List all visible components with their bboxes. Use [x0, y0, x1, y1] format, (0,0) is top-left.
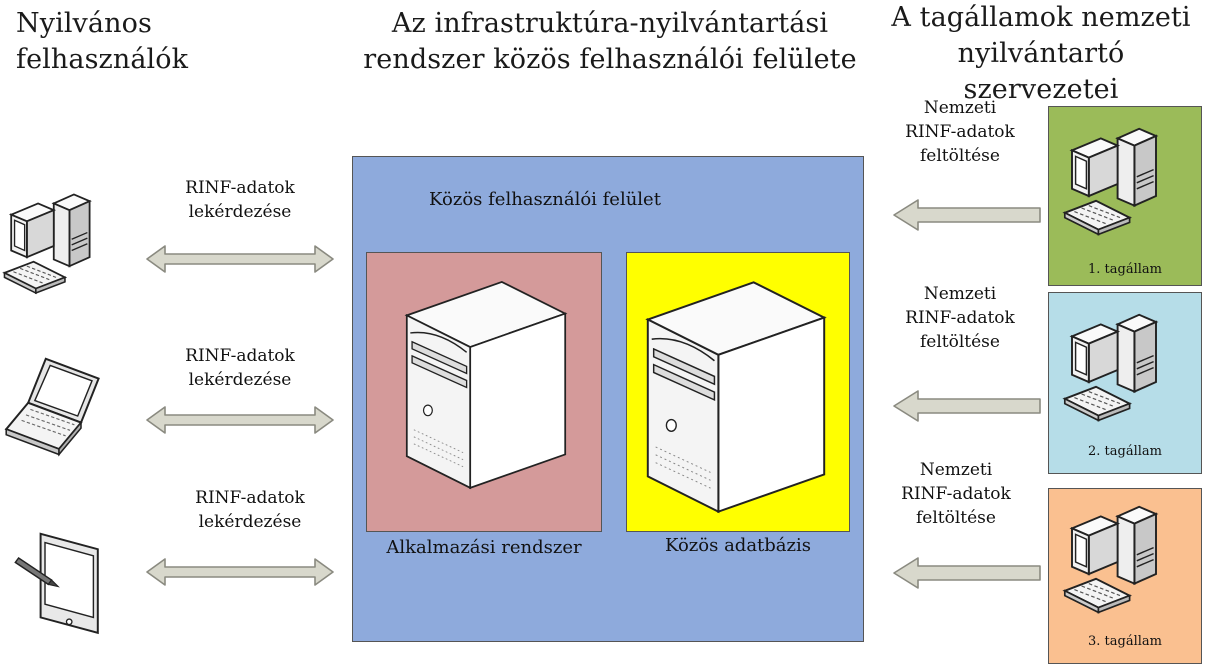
arrow-left-icon	[893, 199, 1041, 231]
member-state-1-label: 1. tagállam	[1088, 262, 1162, 277]
common-database-label: Közös adatbázis	[664, 535, 812, 556]
label-line: lekérdezése	[198, 512, 302, 532]
label-line: lekérdezése	[188, 370, 292, 390]
heading-line: nyilvántartó szervezetei	[957, 38, 1125, 105]
member-state-2-label: 2. tagállam	[1088, 444, 1162, 459]
heading-line: A tagállamok nemzeti	[891, 2, 1191, 33]
common-interface-title: Közös felhasználói felület	[429, 189, 661, 210]
query-label: RINF-adatok lekérdezése	[150, 176, 330, 224]
query-label: RINF-adatok lekérdezése	[150, 344, 330, 392]
upload-label: Nemzeti RINF-adatok feltöltése	[876, 458, 1036, 530]
heading-common-interface: Az infrastruktúra-nyilvántartási rendsze…	[360, 6, 860, 78]
bidirectional-arrow-icon	[146, 406, 334, 434]
desktop-computer-icon	[3, 193, 91, 294]
desktop-computer-icon	[1063, 313, 1157, 422]
label-line: Nemzeti	[923, 284, 997, 304]
label-line: feltöltése	[920, 146, 1000, 166]
tablet-icon	[14, 532, 99, 634]
desktop-computer-icon	[1063, 505, 1157, 614]
arrow-left-icon	[893, 390, 1041, 422]
upload-label: Nemzeti RINF-adatok feltöltése	[880, 282, 1040, 354]
label-line: Nemzeti	[919, 460, 993, 480]
heading-line: Nyilvános	[16, 8, 152, 39]
laptop-icon	[5, 357, 100, 456]
label-line: RINF-adatok	[195, 488, 305, 508]
heading-line: felhasználók	[16, 44, 189, 75]
bidirectional-arrow-icon	[146, 245, 334, 273]
label-line: RINF-adatok	[905, 122, 1015, 142]
heading-national-registers: A tagállamok nemzeti nyilvántartó szerve…	[880, 0, 1202, 108]
label-line: RINF-adatok	[185, 346, 295, 366]
application-system-label: Alkalmazási rendszer	[386, 537, 582, 558]
label-line: feltöltése	[920, 332, 1000, 352]
label-line: Nemzeti	[923, 98, 997, 118]
label-line: feltöltése	[916, 508, 996, 528]
query-label: RINF-adatok lekérdezése	[160, 486, 340, 534]
bidirectional-arrow-icon	[146, 558, 334, 586]
server-icon	[646, 281, 826, 513]
label-line: RINF-adatok	[185, 178, 295, 198]
label-line: RINF-adatok	[905, 308, 1015, 328]
label-line: RINF-adatok	[901, 484, 1011, 504]
upload-label: Nemzeti RINF-adatok feltöltése	[880, 96, 1040, 168]
heading-line: rendszer közös felhasználói felülete	[363, 44, 857, 75]
server-icon	[405, 281, 567, 489]
label-line: lekérdezése	[188, 202, 292, 222]
heading-public-users: Nyilvános felhasználók	[16, 6, 256, 78]
arrow-left-icon	[893, 557, 1041, 589]
desktop-computer-icon	[1063, 127, 1157, 236]
member-state-3-label: 3. tagállam	[1088, 634, 1162, 649]
heading-line: Az infrastruktúra-nyilvántartási	[391, 8, 829, 39]
